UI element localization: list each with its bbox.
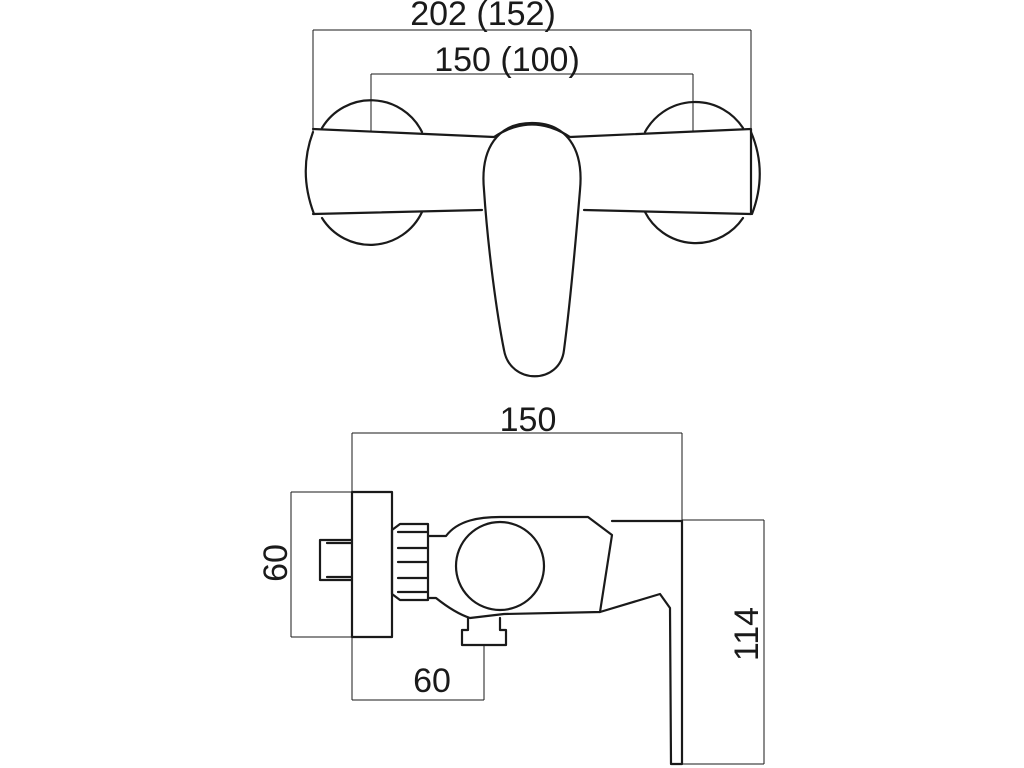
lever-handle-side [598,519,684,766]
dimension-total-height: 114 [682,519,766,765]
wall-flange [350,490,394,639]
centers-label: 150 (100) [434,41,580,79]
dimension-centers: 150 (100) [370,41,694,132]
dimension-depth: 150 [351,401,683,520]
hex-nut [390,522,430,602]
total-height-label: 114 [728,607,766,661]
overall-width-label: 202 (152) [410,0,556,33]
wall-connector [318,538,354,582]
right-rosette [643,100,761,245]
flange-height-label: 60 [257,544,295,582]
depth-label: 150 [500,401,557,439]
outlet-offset-label: 60 [413,662,451,700]
left-rosette [304,99,424,246]
dimension-overall-width: 202 (152) [312,0,752,132]
bottom-outlet [460,616,508,647]
dimension-flange-height: 60 [257,491,352,638]
mixer-body-front [311,127,753,216]
lever-handle-front [482,121,582,378]
side-view: 150 60 60 114 [257,401,766,766]
dimension-outlet-offset: 60 [351,637,485,701]
cartridge-circle [454,520,546,612]
front-view: 202 (152) 150 (100) [304,0,761,378]
mixer-body-side [426,515,614,620]
